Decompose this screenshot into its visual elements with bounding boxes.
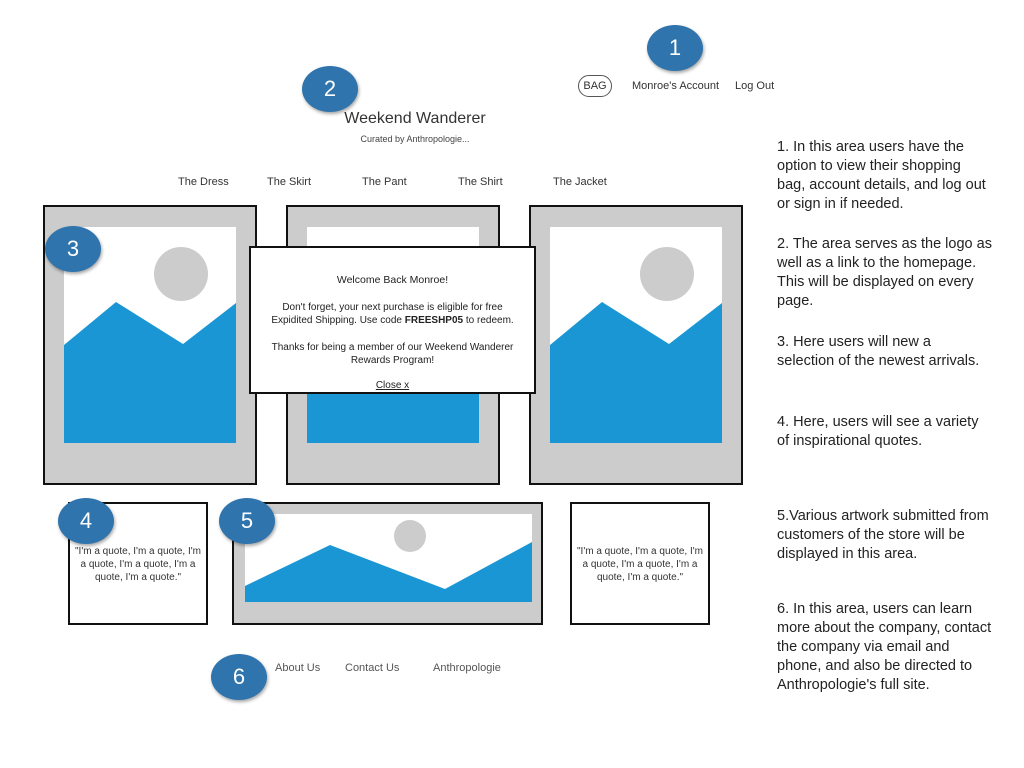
quote-box: "I'm a quote, I'm a quote, I'm a quote, …: [68, 502, 208, 625]
customer-artwork-card[interactable]: [232, 502, 543, 625]
footer-anthropologie-link[interactable]: Anthropologie: [433, 662, 501, 674]
image-placeholder-icon: [64, 227, 236, 443]
welcome-modal: Welcome Back Monroe! Don't forget, your …: [249, 246, 536, 394]
account-link[interactable]: Monroe's Account: [632, 80, 720, 92]
nav-item-shirt[interactable]: The Shirt: [458, 176, 503, 188]
modal-greeting: Welcome Back Monroe!: [336, 274, 449, 286]
footer-contact-link[interactable]: Contact Us: [345, 662, 400, 674]
modal-close-link[interactable]: Close x: [375, 380, 410, 391]
footer-about-link[interactable]: About Us: [275, 662, 321, 674]
note-5: 5.Various artwork submitted from custome…: [777, 508, 989, 562]
image-placeholder-icon: [550, 227, 722, 443]
quote-box: "I'm a quote, I'm a quote, I'm a quote, …: [570, 502, 710, 625]
annotation-badge-1: 1: [647, 25, 703, 71]
bag-button[interactable]: BAG: [578, 75, 612, 97]
note-6: 6. In this area, users can learn more ab…: [777, 601, 992, 693]
annotation-badge-5: 5: [219, 498, 275, 544]
annotation-badge-3: 3: [45, 226, 101, 272]
promo-code: FREESHP05: [404, 315, 464, 326]
nav-item-jacket[interactable]: The Jacket: [553, 176, 607, 188]
modal-shipping-post: to redeem.: [463, 315, 514, 326]
note-2: 2. The area serves as the logo as well a…: [777, 236, 992, 309]
annotation-badge-6: 6: [211, 654, 267, 700]
quote-text: "I'm a quote, I'm a quote, I'm a quote, …: [74, 546, 201, 583]
new-arrival-card[interactable]: [529, 205, 743, 485]
logout-link[interactable]: Log Out: [735, 80, 775, 92]
modal-thanks-text: Thanks for being a member of our Weekend…: [271, 342, 514, 366]
modal-shipping-pre: Don't forget, your next purchase is elig…: [271, 302, 503, 326]
quote-text: "I'm a quote, I'm a quote, I'm a quote, …: [576, 546, 703, 583]
annotation-badge-4: 4: [58, 498, 114, 544]
note-3: 3. Here users will new a selection of th…: [777, 334, 980, 369]
note-1: 1. In this area users have the option to…: [777, 139, 986, 212]
annotation-badge-2: 2: [302, 66, 358, 112]
image-placeholder-icon: [245, 514, 532, 602]
nav-item-dress[interactable]: The Dress: [178, 176, 229, 188]
modal-shipping-text: Don't forget, your next purchase is elig…: [261, 301, 524, 327]
nav-item-pant[interactable]: The Pant: [362, 176, 407, 188]
site-logo-subtitle: Curated by Anthropologie...: [360, 134, 470, 144]
site-logo-title[interactable]: Weekend Wanderer: [344, 110, 486, 127]
nav-item-skirt[interactable]: The Skirt: [267, 176, 312, 188]
note-4: 4. Here, users will see a variety of ins…: [777, 414, 979, 449]
